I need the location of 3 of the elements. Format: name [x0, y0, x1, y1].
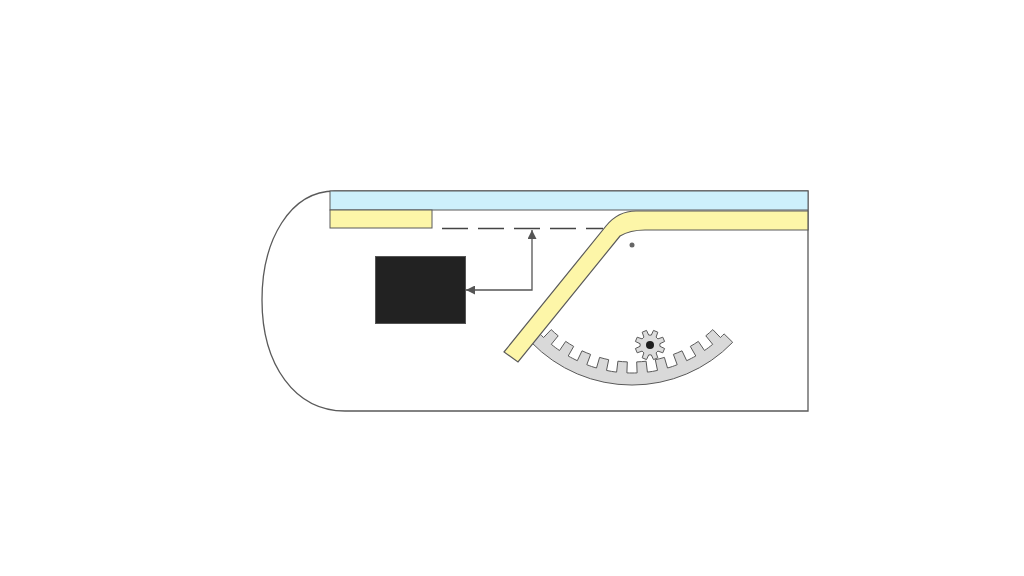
dashed-line [442, 227, 603, 230]
arrow [465, 229, 537, 295]
solid-block [375, 256, 466, 324]
